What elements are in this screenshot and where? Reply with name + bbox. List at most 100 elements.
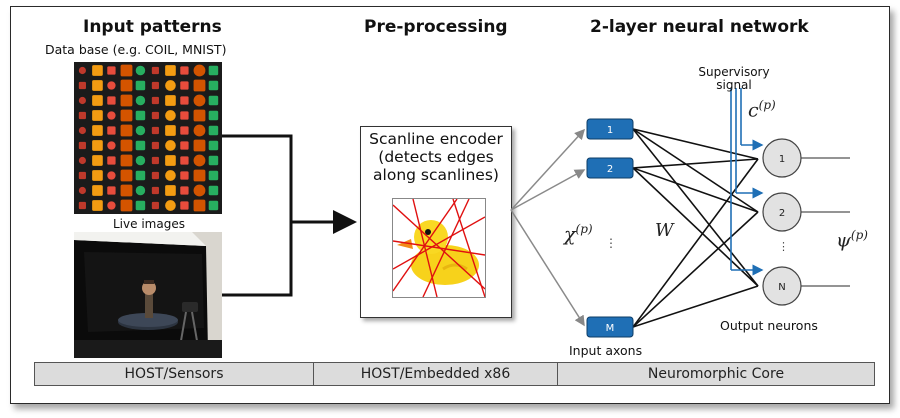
input-axons-label: Input axons (569, 343, 643, 358)
database-thumbnail (120, 139, 132, 152)
database-thumbnail (180, 141, 189, 150)
database-thumbnail (107, 81, 116, 90)
database-thumbnail (120, 184, 132, 197)
neuron-ellipsis: ⋮ (778, 240, 789, 253)
input-axon-1: 1 (586, 118, 634, 140)
database-thumbnail (193, 64, 205, 77)
heading-input-patterns: Input patterns (83, 17, 222, 37)
live-camera-photo (74, 232, 222, 358)
database-thumbnail (136, 155, 146, 166)
database-thumbnail (209, 110, 219, 121)
database-thumbnail (136, 140, 146, 151)
database-thumbnail (91, 200, 103, 211)
c-symbol: c(p) (748, 98, 776, 121)
database-thumbnail (164, 110, 176, 121)
database-thumbnail (136, 170, 146, 181)
footer-host-embedded: HOST/Embedded x86 (313, 362, 558, 386)
database-label: Data base (e.g. COIL, MNIST) (45, 42, 227, 57)
database-thumbnail (78, 141, 86, 150)
heading-neural-network: 2-layer neural network (590, 17, 809, 37)
database-thumbnail (136, 125, 146, 136)
database-thumbnail (164, 140, 176, 151)
database-thumbnail (193, 139, 205, 152)
output-neurons-label: Output neurons (720, 318, 818, 333)
input-axon-m: M (586, 316, 634, 338)
database-thumbnail (107, 126, 116, 135)
database-thumbnail (151, 111, 159, 120)
database-thumbnail (91, 140, 103, 151)
input-axon-2-label: 2 (607, 164, 613, 175)
database-thumbnail (107, 201, 116, 210)
input-connector (222, 134, 357, 297)
database-thumbnail (78, 156, 86, 165)
supervisory-signal-lines (730, 88, 764, 276)
duck-image (392, 198, 486, 298)
database-thumbnail (209, 185, 219, 196)
database-thumbnail (151, 126, 159, 135)
database-thumbnail (180, 186, 189, 195)
database-thumbnail (209, 170, 219, 181)
database-image-grid (74, 62, 222, 214)
database-thumbnail (120, 94, 132, 107)
database-thumbnail (91, 185, 103, 196)
database-thumbnail (151, 156, 159, 165)
c-letter: c (748, 99, 759, 122)
heading-pre-processing: Pre-processing (364, 17, 508, 37)
database-thumbnail (78, 96, 86, 105)
output-neuron-2: 2 (762, 192, 802, 232)
psi-letter: ψ (836, 229, 851, 252)
c-superscript: (p) (758, 98, 776, 112)
database-thumbnail (136, 110, 146, 121)
database-thumbnail (136, 80, 146, 91)
encoder-title: Scanline encoder (detects edges along sc… (369, 130, 503, 184)
database-thumbnail (193, 184, 205, 197)
database-thumbnail (209, 200, 219, 211)
database-thumbnail (164, 125, 176, 136)
database-thumbnail (107, 96, 116, 105)
database-thumbnail (120, 109, 132, 122)
database-thumbnail (78, 126, 86, 135)
database-thumbnail (91, 155, 103, 166)
chi-symbol: χ(p) (564, 222, 593, 245)
database-thumbnail (136, 200, 146, 211)
database-thumbnail (78, 171, 86, 180)
footer-neuromorphic-core: Neuromorphic Core (557, 362, 875, 386)
database-thumbnail (164, 65, 176, 76)
database-thumbnail (107, 111, 116, 120)
camera-turntable-icon (74, 232, 222, 358)
database-thumbnail (193, 94, 205, 107)
database-thumbnail (136, 185, 146, 196)
database-thumbnail (164, 200, 176, 211)
rubber-duck-icon (393, 199, 485, 297)
database-thumbnail (164, 185, 176, 196)
database-thumbnail (91, 80, 103, 91)
database-thumbnail (164, 155, 176, 166)
output-neuron-n: N (762, 266, 802, 306)
live-images-label: Live images (113, 217, 185, 231)
output-neuron-n-label: N (778, 282, 785, 293)
database-thumbnail (78, 81, 86, 90)
database-thumbnail (136, 65, 146, 76)
database-thumbnail (164, 95, 176, 106)
database-thumbnail (107, 66, 116, 75)
psi-superscript: (p) (850, 228, 868, 242)
database-thumbnail (120, 64, 132, 77)
input-axon-m-label: M (606, 323, 615, 334)
chi-letter: χ (564, 223, 576, 246)
database-thumbnail (193, 79, 205, 92)
database-thumbnail (180, 201, 189, 210)
database-thumbnail (193, 169, 205, 182)
database-thumbnail (209, 125, 219, 136)
database-thumbnail (193, 154, 205, 167)
output-neuron-1-label: 1 (779, 154, 785, 165)
database-thumbnail (193, 124, 205, 137)
database-thumbnail (107, 186, 116, 195)
axon-ellipsis: ⋮ (605, 236, 617, 250)
database-thumbnail (180, 96, 189, 105)
database-thumbnail (91, 125, 103, 136)
database-thumbnail (91, 65, 103, 76)
weight-symbol: W (655, 220, 674, 241)
database-thumbnail (209, 65, 219, 76)
encoder-to-axons (510, 128, 586, 327)
input-axon-1-label: 1 (607, 125, 613, 136)
